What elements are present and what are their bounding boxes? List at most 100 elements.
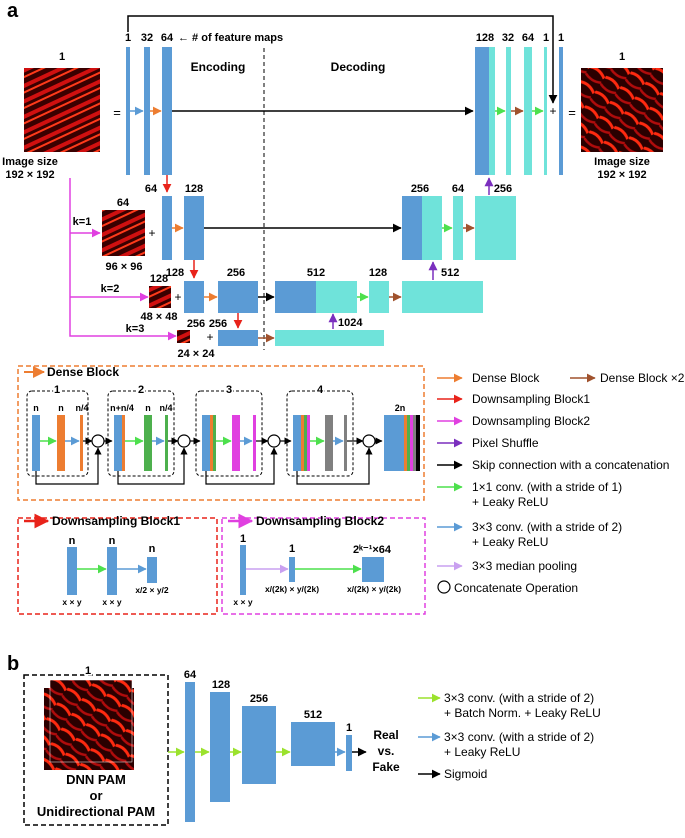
- output-size-label: Image size: [594, 156, 650, 168]
- concat-op: [362, 434, 376, 448]
- ds-block2-frame: [221, 517, 426, 615]
- dense-out-rect: [410, 415, 413, 471]
- dense-rect: [325, 415, 333, 471]
- concat-op: [91, 434, 105, 448]
- disc-input-frame: [23, 674, 169, 826]
- legend-pixel: Pixel Shuffle: [472, 436, 539, 450]
- ch-top-64: 64: [161, 32, 174, 44]
- ch-top-32: 32: [141, 32, 153, 44]
- k1-img-channels: 64: [117, 197, 130, 209]
- legend-a: Dense Block Dense Block ×2 Downsampling …: [437, 371, 685, 595]
- dense-rect: [210, 415, 213, 471]
- ds2-size-0: x × y: [233, 597, 252, 607]
- legend-skip: Skip connection with a concatenation: [472, 458, 669, 472]
- ds1-size-1: x × y: [102, 597, 121, 607]
- equals-sign-left: =: [113, 105, 121, 120]
- ch-dec-64: 64: [522, 32, 535, 44]
- legend-b-lr-l2: + Leaky ReLU: [444, 745, 520, 759]
- db2-ch-n4: n/4: [159, 403, 172, 413]
- dense-sub-3: [195, 390, 263, 477]
- legend-down2: Downsampling Block2: [472, 414, 590, 428]
- ch-enc1-64: 64: [145, 183, 158, 195]
- dec0-layer-32: [506, 47, 511, 175]
- db1-ch-n4: n/4: [75, 403, 88, 413]
- plus-k3: +: [206, 330, 213, 344]
- plus-k1: +: [148, 226, 155, 240]
- dec1-concat-blue: [402, 196, 422, 260]
- global-skip-connection: [127, 15, 558, 104]
- k2-img-size: 48 × 48: [140, 311, 177, 323]
- legend-down1: Downsampling Block1: [472, 392, 590, 406]
- disc-input-channel: 1: [85, 665, 91, 677]
- ch-enc2-256: 256: [227, 267, 245, 279]
- dense-block-title: Dense Block: [47, 365, 119, 379]
- legend-b: 3×3 conv. (with a stride of 2) + Batch N…: [418, 691, 601, 781]
- dense-out-rect: [384, 415, 404, 471]
- ds-block2-title: Downsampling Block2: [256, 514, 384, 528]
- input-channel-label: 1: [59, 51, 65, 63]
- disc-ch-512: 512: [304, 709, 322, 721]
- dense-rect: [301, 415, 304, 471]
- dense-sub-label-2: 2: [138, 384, 144, 396]
- dec2-layer-512: [402, 281, 483, 313]
- disc-ch-256: 256: [250, 693, 268, 705]
- dec1-layer-256: [475, 196, 516, 260]
- dec2-concat-blue: [275, 281, 316, 313]
- ds-block1-frame: [17, 517, 218, 615]
- dense-rect: [232, 415, 240, 471]
- k1-img-size: 96 × 96: [105, 261, 142, 273]
- dense-out-rect: [404, 415, 407, 471]
- dense-rect: [80, 415, 83, 471]
- dense-sub-label-3: 3: [226, 384, 232, 396]
- legend-conv3-l1: 3×3 conv. (with a stride of 2): [472, 520, 622, 534]
- ds2-ch-1: 1: [289, 543, 295, 555]
- k2-label: k=2: [101, 283, 120, 295]
- ds2-ch-0: 1: [240, 533, 246, 545]
- disc-output-3: Fake: [372, 760, 400, 774]
- dense-rect: [344, 415, 347, 471]
- equals-sign-right: =: [568, 105, 576, 120]
- dense-rect: [165, 415, 168, 471]
- k3-label: k=3: [126, 323, 145, 335]
- disc-ch-1: 1: [346, 722, 352, 734]
- legend-b-sigmoid: Sigmoid: [444, 767, 487, 781]
- ds1-rect: [147, 557, 157, 583]
- enc0-layer-1: [126, 47, 130, 175]
- dense-sub-1: [26, 390, 89, 477]
- k3-image: [177, 330, 190, 343]
- ch-dec1-64: 64: [452, 183, 465, 195]
- dec1-concat-cyan: [422, 196, 442, 260]
- enc0-layer-32: [144, 47, 150, 175]
- input-size-label: Image size: [2, 156, 58, 168]
- disc-layer-256: [242, 706, 276, 784]
- dense-rect: [114, 415, 122, 471]
- output-size-value: 192 × 192: [597, 169, 646, 181]
- plus-k2: +: [174, 290, 181, 304]
- legend-median: 3×3 median pooling: [472, 559, 577, 573]
- ch-dec3-1024: 1024: [338, 317, 363, 329]
- dense-block-frame: [17, 365, 425, 501]
- ds2-size-1: x/(2k) × y/(2k): [265, 584, 319, 594]
- ds1-rect: [67, 547, 77, 595]
- ds2-size-2: x/(2k) × y/(2k): [347, 584, 401, 594]
- k2-image: [149, 286, 171, 308]
- legend-conv3-l2: + Leaky ReLU: [472, 535, 548, 549]
- dense-rect: [122, 415, 125, 471]
- db-out-2n: 2n: [395, 403, 406, 413]
- disc-ch-64: 64: [184, 669, 197, 681]
- enc2-layer-128: [184, 281, 204, 313]
- legend-b-bn-l2: + Batch Norm. + Leaky ReLU: [444, 706, 601, 720]
- downsample2-branch: [69, 178, 177, 341]
- dec2-concat-cyan: [316, 281, 357, 313]
- input-pam-image: [24, 68, 100, 152]
- k3-img-size: 24 × 24: [177, 348, 215, 360]
- disc-output-2: vs.: [378, 744, 395, 758]
- dense-rect: [202, 415, 210, 471]
- dec0-concat-cyan: [489, 47, 495, 175]
- k2-img-channels: 128: [150, 273, 168, 285]
- bottleneck-layer-1024: [275, 330, 384, 346]
- disc-ch-128: 128: [212, 679, 230, 691]
- legend-b-bn-l1: 3×3 conv. (with a stride of 2): [444, 691, 594, 705]
- ch-enc2-128: 128: [166, 267, 184, 279]
